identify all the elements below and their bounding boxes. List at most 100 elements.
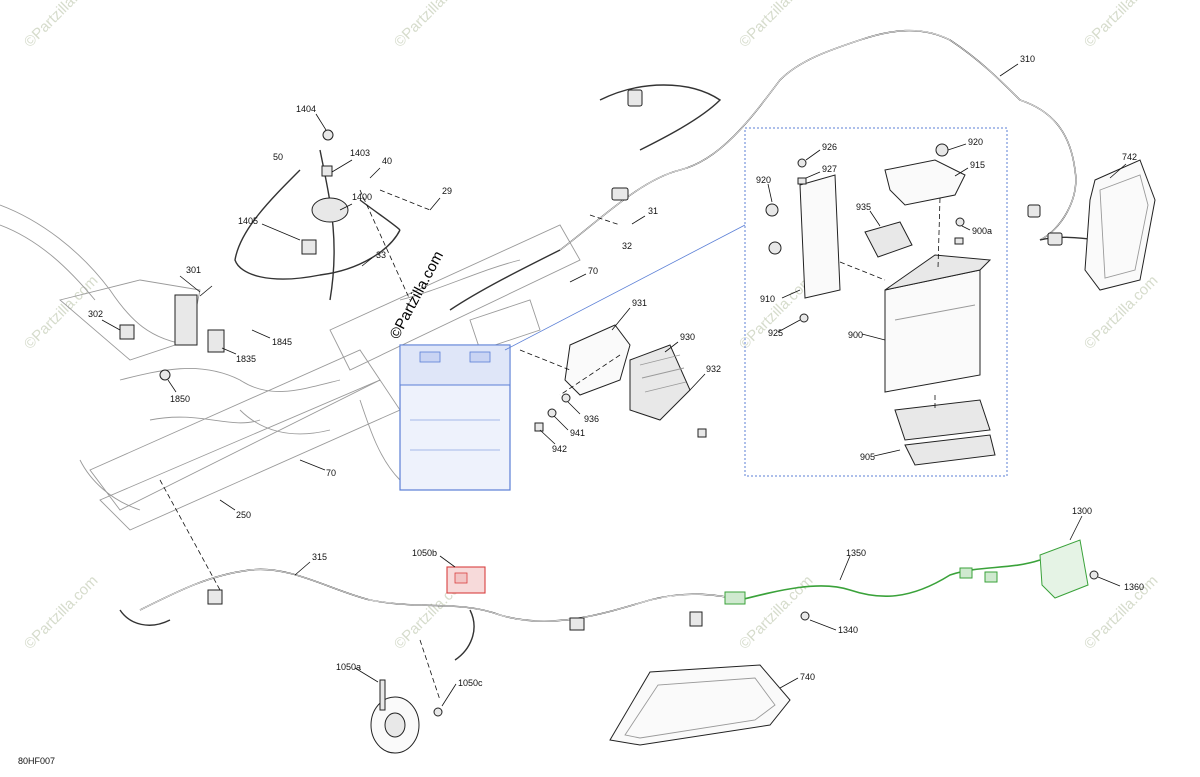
callout-900a: 900a: [972, 226, 992, 236]
left-small-parts: [119, 285, 225, 381]
battery: [884, 269, 981, 393]
washer: [797, 177, 807, 185]
callout-70: 70: [588, 266, 598, 276]
battery-bracket: [799, 174, 841, 299]
nut: [321, 165, 333, 177]
bolt: [797, 158, 807, 168]
connector: [1047, 232, 1063, 246]
callout-301: 301: [186, 265, 201, 275]
callout-1405: 1405: [238, 216, 258, 226]
callout-1300: 1300: [1072, 506, 1092, 516]
connector: [627, 89, 643, 107]
connector: [611, 187, 629, 201]
detail-link-line: [504, 224, 746, 351]
nut: [799, 313, 809, 323]
callout-1850: 1850: [170, 394, 190, 404]
callout-926: 926: [822, 142, 837, 152]
connector: [569, 617, 585, 631]
callout-740: 740: [800, 672, 815, 682]
leader-lines: [101, 63, 1127, 707]
callout-915: 915: [970, 160, 985, 170]
callout-32: 32: [622, 241, 632, 251]
callout-31: 31: [648, 206, 658, 216]
sensor: [311, 197, 349, 223]
callout-941: 941: [570, 428, 585, 438]
callout-1360: 1360: [1124, 582, 1144, 592]
nut: [561, 393, 571, 403]
horn: [370, 679, 443, 754]
callout-935: 935: [856, 202, 871, 212]
callout-70: 70: [326, 468, 336, 478]
callout-1350: 1350: [846, 548, 866, 558]
callout-742: 742: [1122, 152, 1137, 162]
headlight-right: [1084, 159, 1156, 291]
nut: [935, 143, 949, 157]
callout-310: 310: [1020, 54, 1035, 64]
callout-920: 920: [756, 175, 771, 185]
callout-905: 905: [860, 452, 875, 462]
nut: [954, 237, 964, 245]
callout-932: 932: [706, 364, 721, 374]
connector: [207, 589, 223, 605]
callout-labels: 1404 1403 1400 1405 50 40 29 31 32 33 70…: [88, 54, 1144, 688]
nut: [765, 203, 779, 217]
callout-40: 40: [382, 156, 392, 166]
bolt: [955, 217, 965, 227]
sensor: [207, 329, 225, 353]
callout-1400: 1400: [352, 192, 372, 202]
callout-1340: 1340: [838, 625, 858, 635]
watermark: ©Partzilla.com: [21, 0, 102, 51]
diagram-code: 80HF007: [18, 756, 55, 766]
bracket: [174, 294, 198, 346]
voltage-regulator: [534, 324, 707, 438]
green-harness: [724, 539, 1099, 621]
assembly-lines: [159, 189, 621, 701]
upper-harness: [449, 29, 1101, 311]
callout-1050c: 1050c: [458, 678, 483, 688]
callout-1403: 1403: [350, 148, 370, 158]
callout-1050b: 1050b: [412, 548, 437, 558]
headlight-lower: [609, 664, 791, 746]
watermark: ©Partzilla.com: [1081, 572, 1162, 653]
screw: [1089, 570, 1099, 580]
nut: [768, 241, 782, 255]
callout-1050a: 1050a: [336, 662, 361, 672]
battery-pad: [904, 434, 996, 466]
relay: [446, 566, 486, 594]
battery-pad: [894, 399, 991, 441]
callout-927: 927: [822, 164, 837, 174]
callout-1404: 1404: [296, 104, 316, 114]
callout-50: 50: [273, 152, 283, 162]
bolt: [800, 611, 810, 621]
callout-302: 302: [88, 309, 103, 319]
battery-highlight: [399, 344, 511, 491]
battery-detail-box: [744, 127, 1008, 477]
callout-1835: 1835: [236, 354, 256, 364]
lower-harness: [119, 568, 741, 661]
watermark: ©Partzilla.com: [1081, 0, 1162, 51]
callout-900: 900: [848, 330, 863, 340]
callout-920: 920: [968, 137, 983, 147]
callout-942: 942: [552, 444, 567, 454]
connector: [1027, 204, 1041, 218]
watermark: ©Partzilla.com: [736, 0, 817, 51]
callout-29: 29: [442, 186, 452, 196]
callout-33: 33: [376, 250, 386, 260]
sensor-assembly: [234, 129, 401, 301]
callout-910: 910: [760, 294, 775, 304]
bolt-head: [322, 129, 334, 141]
callout-925: 925: [768, 328, 783, 338]
callout-931: 931: [632, 298, 647, 308]
callout-1845: 1845: [272, 337, 292, 347]
callout-936: 936: [584, 414, 599, 424]
watermark: ©Partzilla.com: [391, 0, 472, 51]
bolt: [534, 422, 544, 432]
nut: [433, 707, 443, 717]
battery-cover: [884, 159, 966, 206]
watermark: ©Partzilla.com: [21, 572, 102, 653]
connector: [301, 239, 317, 255]
clip: [119, 324, 135, 340]
washer: [547, 408, 557, 418]
callout-315: 315: [312, 552, 327, 562]
